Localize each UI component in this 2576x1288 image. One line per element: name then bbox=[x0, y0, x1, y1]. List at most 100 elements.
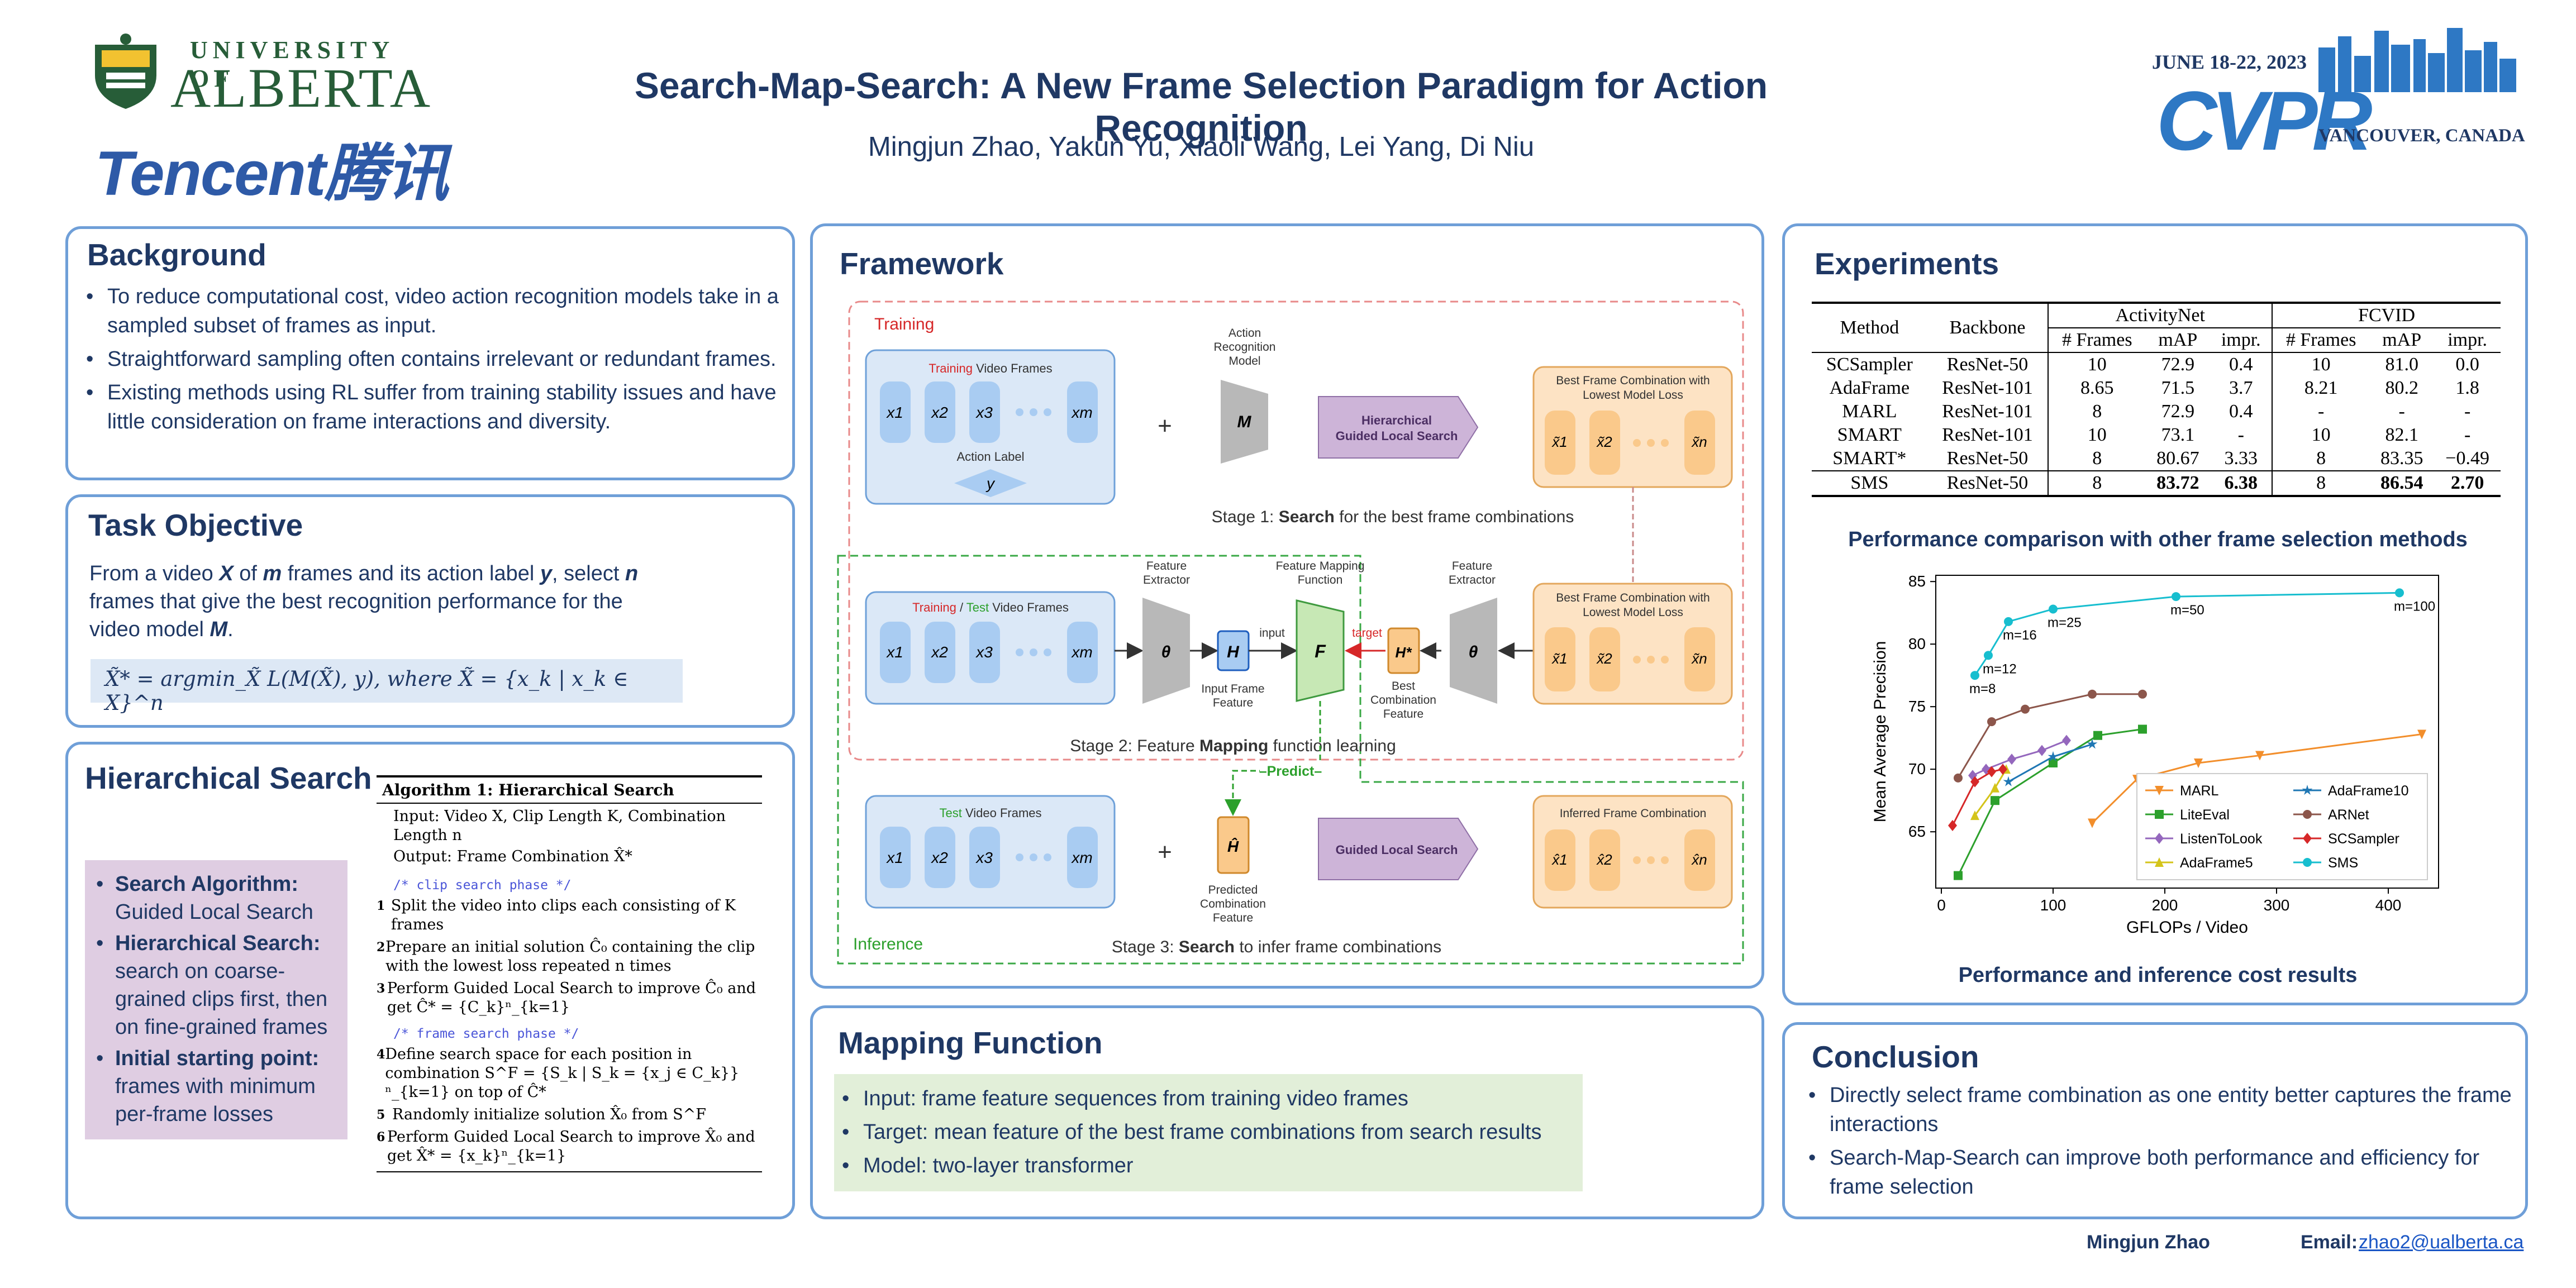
x-tick-label: 0 bbox=[1937, 896, 1946, 914]
table-cell: 8 bbox=[2092, 401, 2102, 422]
table-cell: 10 bbox=[2087, 424, 2107, 445]
table-cell: 81.0 bbox=[2385, 354, 2418, 375]
vancouver-skyline-icon bbox=[2318, 28, 2516, 92]
footer-email-link[interactable]: zhao2@ualberta.ca bbox=[2359, 1232, 2524, 1253]
svg-text:x̃2: x̃2 bbox=[1596, 650, 1612, 667]
svg-text:y: y bbox=[985, 475, 996, 492]
list-item: Search-Map-Search can improve both perfo… bbox=[1801, 1143, 2521, 1201]
data-point-scsampler bbox=[1970, 776, 1979, 788]
data-point-sms bbox=[2172, 592, 2180, 602]
table-header: impr. bbox=[2210, 328, 2273, 352]
table-header: Backbone bbox=[1927, 303, 2049, 352]
svg-text:xm: xm bbox=[1070, 849, 1092, 866]
task-objective-title: Task Objective bbox=[88, 508, 303, 542]
y-tick-label: 65 bbox=[1908, 823, 1926, 840]
table-cell: 8 bbox=[2316, 448, 2326, 469]
data-point-scsampler bbox=[1987, 766, 1996, 777]
table-cell: ResNet-101 bbox=[1927, 376, 2049, 400]
table-cell: 8 bbox=[2092, 448, 2102, 469]
table-cell: 10 bbox=[2311, 424, 2331, 445]
list-item: To reduce computational cost, video acti… bbox=[78, 282, 782, 340]
point-annotation: m=16 bbox=[2003, 628, 2037, 643]
y-tick-label: 85 bbox=[1908, 573, 1926, 590]
svg-text:θ: θ bbox=[1469, 643, 1478, 661]
data-point-liteeval bbox=[1954, 871, 1963, 880]
stage1-caption: Stage 1: Search for the best frame combi… bbox=[1212, 508, 1574, 526]
legend-marker bbox=[2155, 786, 2164, 795]
legend-label: MARL bbox=[2180, 783, 2219, 799]
series-line-scsampler bbox=[1951, 768, 2003, 826]
legend-marker bbox=[2302, 785, 2313, 795]
data-point-liteeval bbox=[2049, 759, 2058, 767]
data-point-adaframe5 bbox=[1991, 783, 1999, 793]
legend-label: AdaFrame5 bbox=[2180, 855, 2253, 871]
svg-text:x̃n: x̃n bbox=[1691, 650, 1707, 667]
algorithm-output: Output: Frame Combination X̂* bbox=[393, 848, 632, 865]
legend-label: AdaFrame10 bbox=[2328, 783, 2409, 799]
inference-label: Inference bbox=[853, 935, 923, 953]
data-point-adaframe5 bbox=[1970, 810, 1979, 820]
legend-marker bbox=[2303, 833, 2312, 844]
data-point-marl bbox=[2088, 818, 2097, 828]
x-axis-label: GFLOPs / Video bbox=[2126, 918, 2248, 937]
table-cell: 71.5 bbox=[2161, 378, 2195, 398]
svg-text:x̂2: x̂2 bbox=[1596, 851, 1612, 868]
training-frames-label: Training Video Frames bbox=[928, 361, 1052, 375]
background-list: To reduce computational cost, video acti… bbox=[78, 282, 782, 441]
table-header: # Frames bbox=[2285, 330, 2356, 350]
training-label: Training bbox=[874, 315, 934, 333]
table-cell: −0.49 bbox=[2445, 448, 2489, 469]
frame-chips-stage1: x1 x2 x3 xm bbox=[880, 381, 1098, 443]
objective-formula: X̃* = argmin_X̃ L(M(X̃), y), where X̃ = … bbox=[91, 659, 683, 715]
x-tick-label: 400 bbox=[2375, 896, 2402, 914]
data-point-scsampler bbox=[1948, 820, 1957, 831]
data-point-sms bbox=[2004, 617, 2013, 626]
svg-text:Ĥ: Ĥ bbox=[1227, 838, 1239, 855]
frame-chips-stage3: x1 x2 x3 xm bbox=[880, 827, 1098, 888]
inferred-combo-chips: x̂1 x̂2 x̂n bbox=[1545, 829, 1715, 891]
list-item: Model: two-layer transformer bbox=[834, 1151, 1577, 1180]
table-cell: 0.4 bbox=[2210, 400, 2273, 423]
svg-text:input: input bbox=[1259, 627, 1285, 640]
task-objective-text: From a video X of m frames and its actio… bbox=[89, 562, 639, 641]
table-header: mAP bbox=[2158, 330, 2198, 350]
table-cell: 82.1 bbox=[2385, 424, 2418, 445]
data-point-sms bbox=[2395, 588, 2404, 598]
framework-title: Framework bbox=[840, 246, 1004, 281]
list-item: Straightforward sampling often contains … bbox=[78, 345, 782, 374]
svg-text:M: M bbox=[1237, 413, 1252, 431]
table-cell: - bbox=[2317, 401, 2325, 422]
cvpr-location: VANCOUVER, CANADA bbox=[2318, 126, 2525, 146]
data-point-marl bbox=[2194, 759, 2203, 768]
data-point-adaframe10 bbox=[2003, 776, 2014, 786]
cvpr-date: JUNE 18-22, 2023 bbox=[2152, 51, 2307, 73]
table-cell: 0.4 bbox=[2210, 352, 2273, 376]
table-cell: 80.67 bbox=[2156, 448, 2199, 469]
table-cell: AdaFrame bbox=[1829, 378, 1910, 398]
mapping-function-title: Mapping Function bbox=[838, 1025, 1103, 1060]
table-cell: 3.33 bbox=[2210, 447, 2273, 471]
table-cell: SCSampler bbox=[1826, 354, 1913, 375]
table-header: # Frames bbox=[2061, 330, 2132, 350]
table-cell: - bbox=[2464, 424, 2471, 445]
table-cell: SMART* bbox=[1832, 448, 1907, 469]
table-cell: 3.7 bbox=[2210, 376, 2273, 400]
x-tick-label: 300 bbox=[2264, 896, 2290, 914]
table-cell: 1.8 bbox=[2455, 378, 2479, 398]
data-point-listentolook bbox=[1968, 770, 1977, 781]
list-item: Directly select frame combination as one… bbox=[1801, 1081, 2521, 1139]
ua-line1: UNIVERSITY OF bbox=[190, 36, 394, 92]
search-highlights: Search Algorithm:Guided Local Search Hie… bbox=[85, 860, 347, 1139]
table-row-sms: SMS ResNet-50 8 83.72 6.38 8 86.54 2.70 bbox=[1812, 471, 2501, 496]
data-point-liteeval bbox=[2138, 724, 2147, 734]
